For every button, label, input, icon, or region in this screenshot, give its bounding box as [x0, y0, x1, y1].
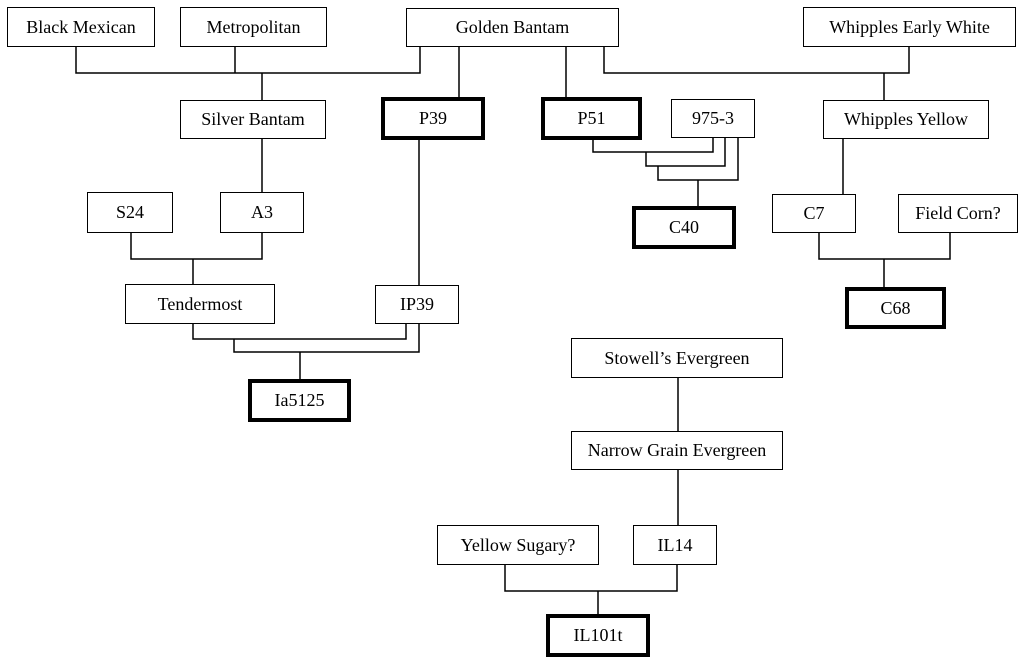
node-975-3: 975-3	[671, 99, 755, 138]
node-tendermost: Tendermost	[125, 284, 275, 324]
node-il14: IL14	[633, 525, 717, 565]
node-metropolitan: Metropolitan	[180, 7, 327, 47]
connector-line	[818, 233, 951, 260]
node-stowells-evergreen: Stowell’s Evergreen	[571, 338, 783, 378]
node-golden-bantam: Golden Bantam	[406, 8, 619, 47]
node-silver-bantam: Silver Bantam	[180, 100, 326, 139]
node-ia5125: Ia5125	[248, 379, 351, 422]
connector-line	[130, 233, 263, 260]
node-yellow-sugary: Yellow Sugary?	[437, 525, 599, 565]
node-s24: S24	[87, 192, 173, 233]
connector-line	[75, 47, 421, 74]
connector-line	[645, 138, 726, 167]
node-ip39: IP39	[375, 285, 459, 324]
node-p39: P39	[381, 97, 485, 140]
connector-line	[603, 47, 910, 74]
connector-line	[192, 324, 407, 340]
node-c7: C7	[772, 194, 856, 233]
node-p51: P51	[541, 97, 642, 140]
node-c68: C68	[845, 287, 946, 329]
node-whipples-early-white: Whipples Early White	[803, 7, 1016, 47]
node-il101t: IL101t	[546, 614, 650, 657]
node-field-corn: Field Corn?	[898, 194, 1018, 233]
node-c40: C40	[632, 206, 736, 249]
node-a3: A3	[220, 192, 304, 233]
connector-line	[504, 565, 678, 592]
connector-line	[233, 324, 420, 353]
connector-line	[592, 138, 714, 153]
node-narrow-grain-evergreen: Narrow Grain Evergreen	[571, 431, 783, 470]
node-whipples-yellow: Whipples Yellow	[823, 100, 989, 139]
node-black-mexican: Black Mexican	[7, 7, 155, 47]
connector-line	[657, 138, 739, 181]
